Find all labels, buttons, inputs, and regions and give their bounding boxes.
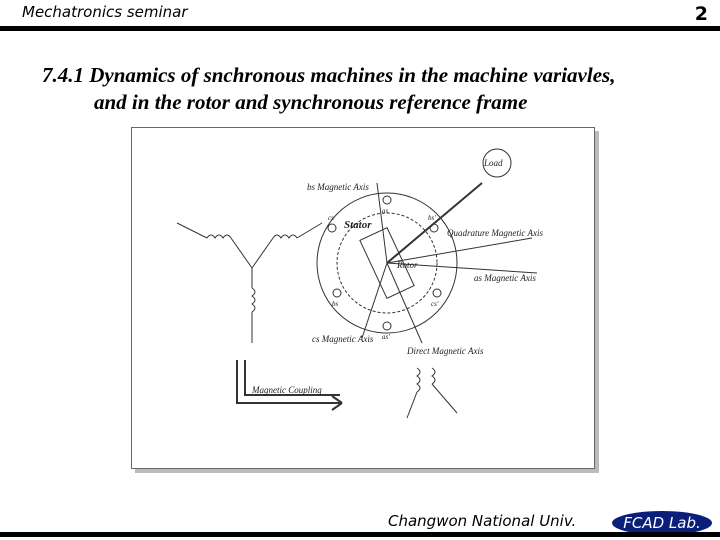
conductor-as-prime-marker xyxy=(382,321,392,331)
machine-schematic: Load bs Magnetic Axis Quadrature Magneti… xyxy=(176,148,543,419)
load-circle xyxy=(482,148,512,178)
lab-badge: FCAD Lab. xyxy=(612,511,712,535)
rotor-body xyxy=(359,226,415,300)
conductor-bs-prime-marker xyxy=(429,223,439,233)
rotor-label: Rotor xyxy=(396,260,418,270)
bs-label: bs xyxy=(332,300,339,308)
header-divider xyxy=(0,26,720,31)
lab-badge-oval xyxy=(612,511,712,535)
rotor-shaft xyxy=(386,182,483,264)
bs-prime-label: bs' xyxy=(428,214,436,222)
slide-title-line1: 7.4.1 Dynamics of snchronous machines in… xyxy=(42,63,616,87)
field-winding-coil xyxy=(416,367,421,393)
winding-bs-coil xyxy=(206,234,232,239)
course-title: Mechatronics seminar xyxy=(22,3,188,21)
as-prime-label: as' xyxy=(382,333,390,341)
coupling-arrow xyxy=(236,360,343,411)
university-name: Changwon National Univ. xyxy=(388,512,577,530)
magnetic-coupling-label: Magnetic Coupling xyxy=(251,385,322,395)
damper-winding-lead xyxy=(431,383,458,414)
conductor-cs-marker xyxy=(327,223,337,233)
winding-as-link xyxy=(251,237,274,269)
direct-axis-label: Direct Magnetic Axis xyxy=(406,346,484,356)
slide-title-line2: and in the rotor and synchronous referen… xyxy=(94,90,528,114)
slide-title: 7.4.1 Dynamics of snchronous machines in… xyxy=(42,62,712,116)
direct-axis-line xyxy=(386,262,423,344)
stator-inner-circle xyxy=(336,212,438,314)
field-winding-lead xyxy=(406,391,418,419)
as-axis-line xyxy=(386,262,538,274)
winding-cs-coil xyxy=(251,287,256,313)
winding-as-coil xyxy=(272,234,298,239)
as-axis-label: as Magnetic Axis xyxy=(474,273,536,283)
cs-axis-line xyxy=(361,262,388,339)
conductor-cs-prime-marker xyxy=(432,288,442,298)
conductor-as-marker xyxy=(382,195,392,205)
bs-axis-label: bs Magnetic Axis xyxy=(307,182,369,192)
cs-label: cs xyxy=(328,214,334,222)
stator-label: Stator xyxy=(344,219,372,231)
quadrature-axis-line xyxy=(386,237,533,264)
page-number: 2 xyxy=(694,3,708,25)
quadrature-axis-label: Quadrature Magnetic Axis xyxy=(447,228,543,238)
footer-divider xyxy=(0,532,720,537)
load-label: Load xyxy=(483,158,503,168)
conductor-bs-marker xyxy=(332,288,342,298)
cs-axis-label: cs Magnetic Axis xyxy=(312,334,374,344)
synchronous-machine-diagram: Load bs Magnetic Axis Quadrature Magneti… xyxy=(131,127,595,469)
bs-axis-line xyxy=(376,182,388,264)
coupling-arrow-inner xyxy=(244,360,340,396)
winding-as-lead xyxy=(296,222,323,239)
damper-winding-coil xyxy=(431,367,436,385)
as-label: as xyxy=(382,207,389,215)
cs-prime-label: cs' xyxy=(431,300,439,308)
stator-outer-circle xyxy=(316,192,458,334)
winding-bs-lead xyxy=(176,222,208,239)
winding-bs-link xyxy=(230,237,253,269)
lab-name: FCAD Lab. xyxy=(623,514,701,532)
